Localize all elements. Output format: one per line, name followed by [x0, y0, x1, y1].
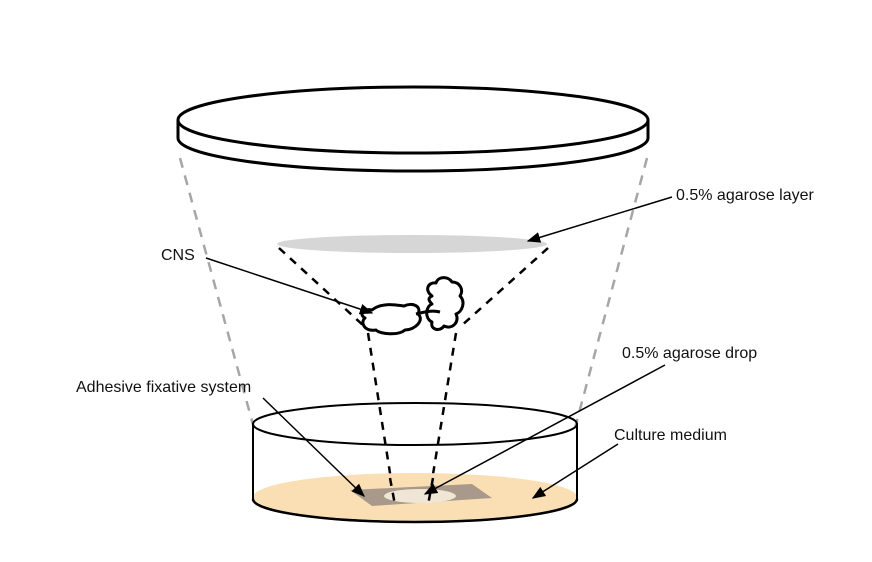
lid-projection-lines	[178, 157, 649, 433]
culture-dish	[251, 402, 579, 524]
arrow-cns	[205, 257, 374, 315]
agarose-layer-label: 0.5% agarose layer	[676, 187, 814, 204]
arrow-culture-medium	[531, 443, 619, 499]
projection-line-tips	[388, 477, 435, 506]
adhesive-fixative-label: Adhesive fixative system	[76, 379, 252, 396]
agarose-layer-ellipse	[277, 235, 547, 253]
agarose-drop	[384, 489, 456, 503]
arrow-agarose-layer	[526, 196, 673, 243]
annotation-arrows	[205, 196, 673, 499]
cns-outline	[360, 276, 465, 336]
petri-dish-lid	[176, 85, 650, 173]
agarose-drop-label: 0.5% agarose drop	[622, 345, 758, 362]
arrow-adhesive	[262, 397, 365, 497]
cns-projection-lines	[278, 247, 549, 506]
cns-label: CNS	[161, 247, 195, 264]
arrow-agarose-drop	[423, 364, 666, 495]
culture-medium-label: Culture medium	[614, 427, 727, 444]
